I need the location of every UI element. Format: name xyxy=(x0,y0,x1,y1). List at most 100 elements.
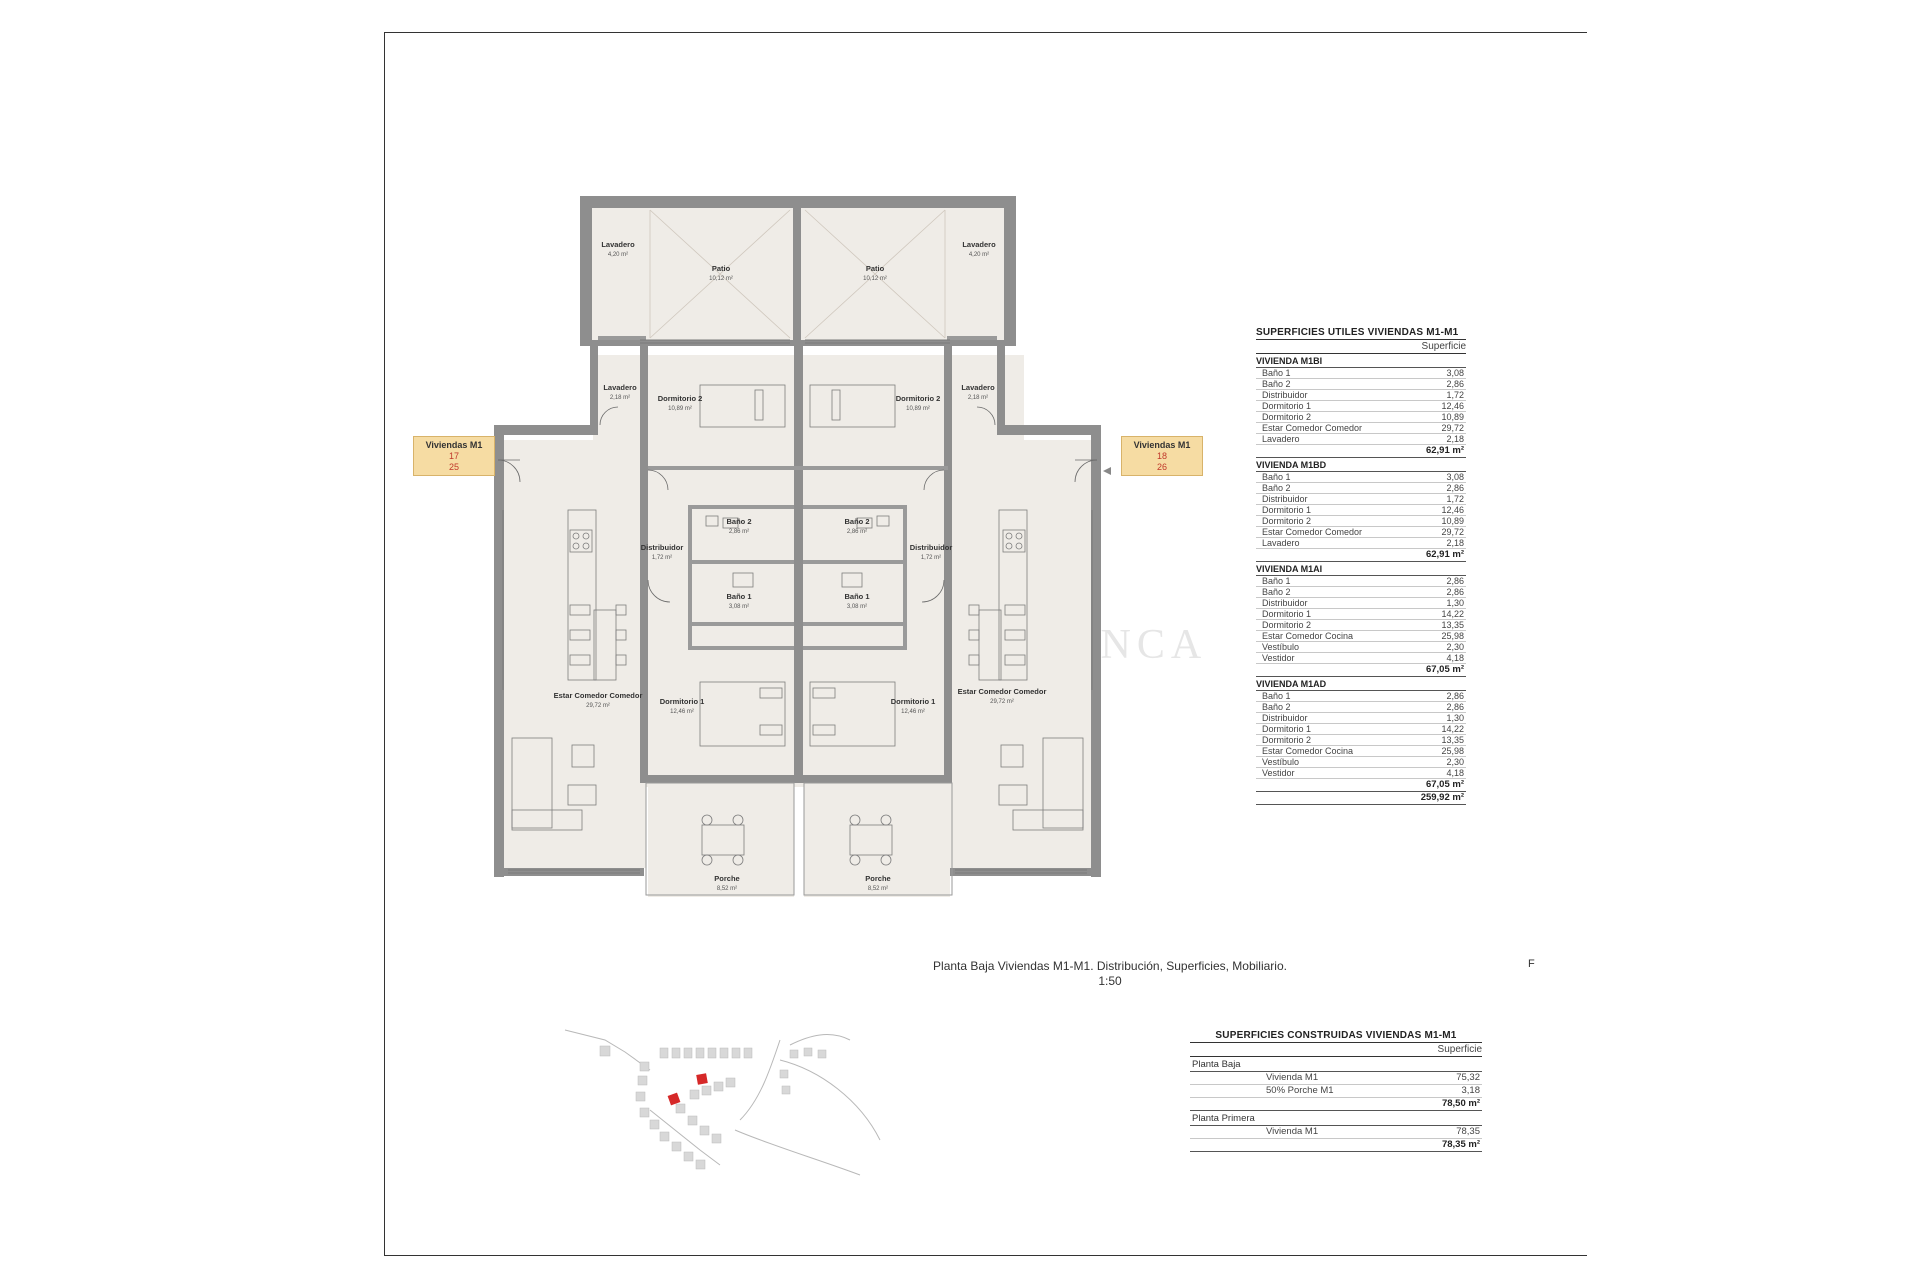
row-value: 12,46 xyxy=(1441,505,1464,515)
unit-tag-number: 26 xyxy=(1156,462,1167,472)
group-total: 67,05 m² xyxy=(1256,664,1466,677)
furniture xyxy=(511,384,1084,866)
built-area-table: SUPERFICIES CONSTRUIDAS VIVIENDAS M1-M1 … xyxy=(1190,1030,1482,1152)
row-label: Distribuidor xyxy=(1262,390,1308,400)
site-map xyxy=(564,1029,881,1176)
row-label: Distribuidor xyxy=(1262,598,1308,608)
room-label: Estar Comedor Comedor xyxy=(958,687,1047,696)
room-label: Distribuidor xyxy=(910,543,953,552)
table-title: SUPERFICIES CONSTRUIDAS VIVIENDAS M1-M1 xyxy=(1190,1030,1482,1043)
room-area: 4,20 m² xyxy=(608,252,628,258)
row-value: 75,32 xyxy=(1456,1072,1480,1083)
row-value: 1,72 xyxy=(1446,390,1464,400)
room-area: 4,20 m² xyxy=(969,252,989,258)
row-value: 10,89 xyxy=(1441,516,1464,526)
row-label: Dormitorio 1 xyxy=(1262,724,1312,734)
porches xyxy=(645,782,953,896)
table-row: Vestidor 4,18 xyxy=(1256,653,1466,664)
row-label: Dormitorio 2 xyxy=(1262,620,1312,630)
row-label: Baño 1 xyxy=(1262,472,1291,482)
grand-total: 259,92 m² xyxy=(1256,792,1466,805)
row-value: 4,18 xyxy=(1446,768,1464,778)
room-area: 29,72 m² xyxy=(586,703,610,709)
unit-tag-number: 17 xyxy=(448,451,459,461)
section-total: 78,50 m² xyxy=(1190,1098,1482,1111)
unit-tag-title: Viviendas M1 xyxy=(1133,440,1191,450)
unit-tag-number: 18 xyxy=(1156,451,1167,461)
room-label: Distribuidor xyxy=(641,543,684,552)
room-label: Baño 1 xyxy=(844,592,869,601)
row-value: 2,18 xyxy=(1446,434,1464,444)
row-label: Dormitorio 1 xyxy=(1262,505,1312,515)
row-label: Dormitorio 2 xyxy=(1262,412,1312,422)
row-label: Dormitorio 1 xyxy=(1262,609,1312,619)
partitions xyxy=(598,336,997,650)
row-label: Vestíbulo xyxy=(1262,757,1300,767)
table-row: Vestíbulo 2,30 xyxy=(1256,757,1466,768)
row-label: Vestidor xyxy=(1262,653,1295,663)
drawing-caption: Planta Baja Viviendas M1-M1. Distribució… xyxy=(800,959,1420,989)
room-area: 8,52 m² xyxy=(717,886,737,892)
room-area: 10,12 m² xyxy=(709,276,733,282)
room-label: Porche xyxy=(714,874,739,883)
row-value: 1,30 xyxy=(1446,713,1464,723)
caption-title: Planta Baja Viviendas M1-M1. Distribució… xyxy=(933,959,1287,973)
section-total: 78,35 m² xyxy=(1190,1139,1482,1152)
row-label: Vivienda M1 xyxy=(1266,1126,1319,1137)
row-label: Estar Comedor Comedor xyxy=(1262,423,1363,433)
group-title: VIVIENDA M1BI xyxy=(1256,354,1466,368)
room-area: 2,18 m² xyxy=(610,395,630,401)
row-value: 2,86 xyxy=(1446,483,1464,493)
unit-tag-right: Viviendas M1 18 26 xyxy=(1121,436,1203,476)
room-label: Dormitorio 2 xyxy=(658,394,703,403)
table-column-header: Superficie xyxy=(1256,340,1466,354)
caption-scale: 1:50 xyxy=(1098,974,1122,988)
row-value: 4,18 xyxy=(1446,653,1464,663)
section-title: Planta Primera xyxy=(1190,1111,1482,1126)
room-area: 12,46 m² xyxy=(670,709,694,715)
row-label: Baño 2 xyxy=(1262,587,1291,597)
row-value: 13,35 xyxy=(1441,735,1464,745)
room-label: Lavadero xyxy=(961,383,995,392)
row-value: 13,35 xyxy=(1441,620,1464,630)
group-total: 67,05 m² xyxy=(1256,779,1466,792)
room-label: Porche xyxy=(865,874,890,883)
row-value: 2,30 xyxy=(1446,757,1464,767)
patio-diagonals xyxy=(649,209,946,339)
group-total: 62,91 m² xyxy=(1256,445,1466,458)
unit-tag-title: Viviendas M1 xyxy=(425,440,483,450)
row-label: Dormitorio 2 xyxy=(1262,735,1312,745)
room-area: 2,18 m² xyxy=(968,395,988,401)
row-label: Vivienda M1 xyxy=(1266,1072,1319,1083)
row-label: 50% Porche M1 xyxy=(1266,1085,1334,1096)
room-label: Patio xyxy=(712,264,731,273)
walls xyxy=(494,196,1101,877)
group-total: 62,91 m² xyxy=(1256,549,1466,562)
room-area: 1,72 m² xyxy=(921,555,941,561)
row-label: Vestidor xyxy=(1262,768,1295,778)
window-lines xyxy=(502,339,1093,874)
row-label: Vestíbulo xyxy=(1262,642,1300,652)
